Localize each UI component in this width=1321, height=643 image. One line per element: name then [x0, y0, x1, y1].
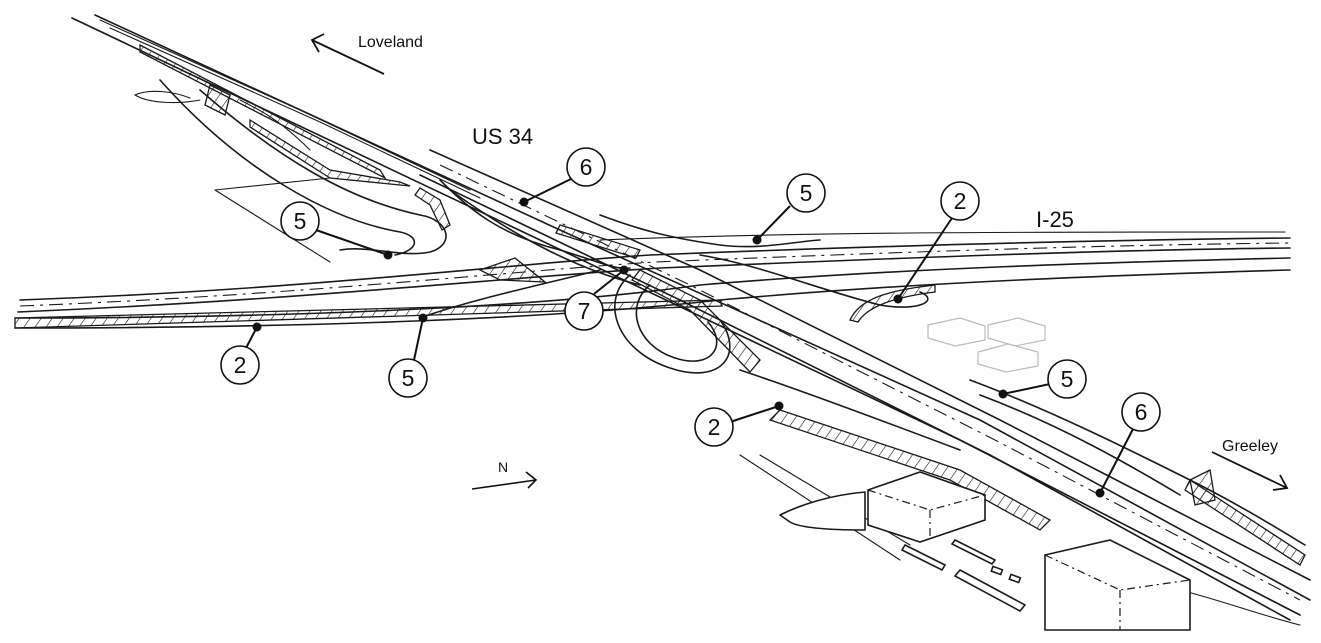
greeley-arrow-icon — [1211, 451, 1289, 491]
callout-6-right — [1121, 392, 1161, 432]
callout-6-top-num: 6 — [580, 154, 593, 180]
callout-2-bottom-num: 2 — [708, 414, 721, 440]
callout-5-top-right — [786, 173, 826, 213]
callout-2-top-right — [940, 181, 980, 221]
callout-2-bottom — [694, 407, 734, 447]
building-b — [1044, 539, 1191, 631]
callouts: 6 5 5 2 7 2 5 2 — [220, 147, 1161, 498]
callout-5-right — [1047, 359, 1087, 399]
callout-5-top-right-num: 5 — [800, 180, 813, 206]
callout-2-top-right-num: 2 — [954, 188, 967, 214]
callout-5-bottom — [388, 358, 428, 398]
callout-2-left — [220, 345, 260, 385]
callout-6-top — [566, 147, 606, 187]
callout-2-left-num: 2 — [234, 352, 247, 378]
greeley-label: Greeley — [1222, 438, 1278, 455]
callout-5-bottom-num: 5 — [402, 365, 415, 391]
loveland-label: Loveland — [358, 34, 423, 51]
north-arrow-icon — [471, 471, 538, 490]
us34-label: US 34 — [472, 124, 533, 149]
callout-7-num: 7 — [578, 298, 591, 324]
rail-cars — [900, 538, 1027, 613]
ghost-buildings — [927, 317, 1046, 373]
callout-6-right-num: 6 — [1135, 399, 1148, 425]
interchange-ramps — [159, 79, 1306, 546]
buildings — [867, 317, 1191, 631]
callout-7 — [564, 291, 604, 331]
i25-label: I-25 — [1036, 207, 1074, 232]
callout-5-right-num: 5 — [1061, 366, 1074, 392]
north-label: N — [498, 459, 508, 475]
callout-5-left-num: 5 — [294, 208, 307, 234]
us34-roadway — [71, 14, 1311, 621]
loveland-arrow-icon — [310, 33, 385, 75]
building-a — [867, 471, 986, 543]
retaining-walls — [14, 43, 1306, 566]
callout-5-left — [280, 201, 320, 241]
